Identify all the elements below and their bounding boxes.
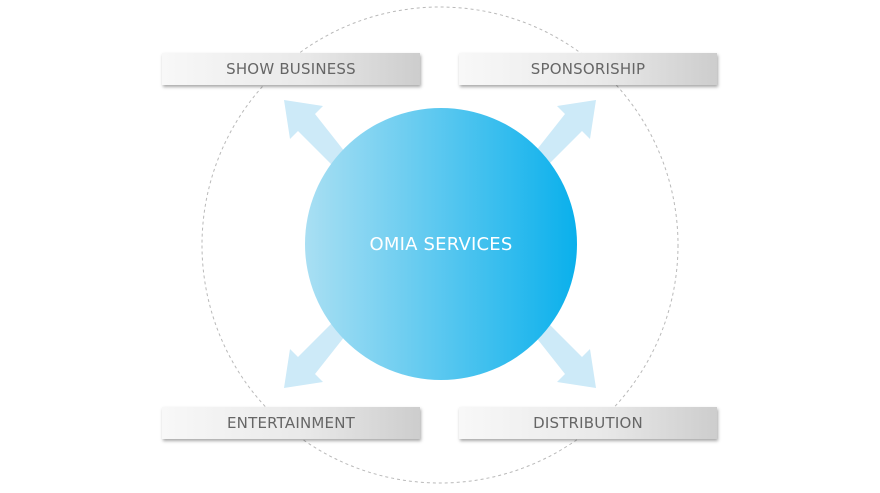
orbit-ring bbox=[201, 6, 679, 484]
arrow-distribution bbox=[535, 323, 596, 388]
arrow-sponsorship bbox=[535, 100, 596, 165]
node-distribution: DISTRIBUTION bbox=[459, 407, 717, 439]
center-title: OMIA SERVICES bbox=[369, 233, 513, 255]
node-show-business: SHOW BUSINESS bbox=[162, 53, 420, 85]
arrow-entertainment bbox=[284, 323, 345, 388]
arrow-show-business bbox=[284, 100, 345, 165]
center-circle bbox=[305, 108, 577, 380]
node-entertainment: ENTERTAINMENT bbox=[162, 407, 420, 439]
node-sponsorship: SPONSORISHIP bbox=[459, 53, 717, 85]
